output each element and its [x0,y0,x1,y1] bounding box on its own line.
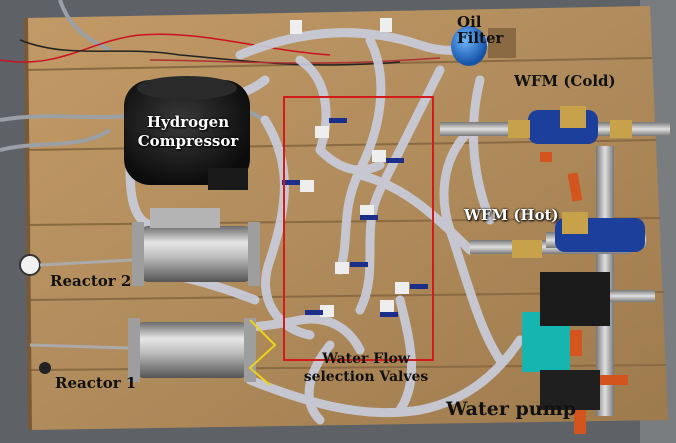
valves-highlight-box [283,96,434,361]
wfm-cold-label: WFM (Cold) [514,72,616,90]
wfm-hot-label: WFM (Hot) [464,206,559,224]
pressure-gauges [19,254,133,374]
orange-valve-handles [540,152,628,434]
oil-filter-label: Oil Filter [457,14,503,46]
hydrogen-label-line1: Hydrogen [146,113,230,131]
hydrogen-label-line2: Compressor [137,132,239,150]
oil-filter-label-line1: Oil [457,13,482,31]
reactor-1-label: Reactor 1 [55,374,137,392]
hydrogen-compressor-label: Hydrogen Compressor [128,113,248,151]
valves-label-line1: Water Flow [322,351,410,367]
oil-filter [451,26,516,66]
water-flow-valves-label: Water Flow selection Valves [300,350,432,386]
reactor-2 [132,208,260,286]
reactor-2-label: Reactor 2 [50,272,132,290]
tube-network [125,28,525,425]
hydrogen-compressor [124,76,250,190]
water-flow-meters [508,106,645,258]
water-pump [522,272,610,410]
water-valves [282,18,428,317]
reactor-1 [128,318,277,386]
valves-label-line2: selection Valves [303,369,429,385]
oil-filter-label-line2: Filter [457,29,504,47]
water-pump-label: Water pump [446,398,576,420]
